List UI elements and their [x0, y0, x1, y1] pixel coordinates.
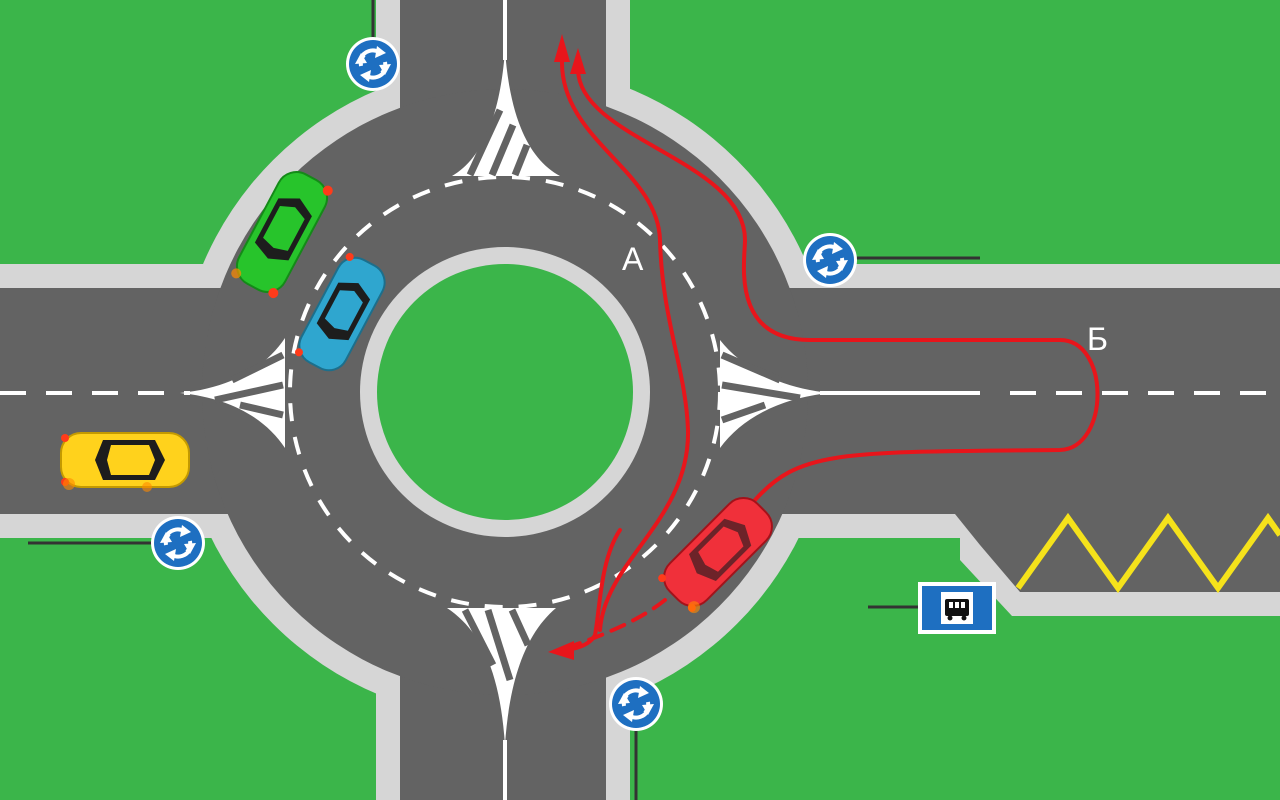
arrow-left-head: [548, 641, 574, 660]
central-island: [377, 264, 633, 520]
bus-stop-zigzag: [1015, 512, 1280, 594]
route-label-a: А: [622, 241, 644, 277]
roundabout-arrows-icon: [801, 231, 859, 289]
roundabout-sign-top: [344, 35, 402, 93]
arrow-a-head: [554, 34, 570, 62]
route-label-b: Б: [1087, 321, 1108, 357]
roundabout-arrows-icon: [607, 675, 665, 733]
route-a-path: [559, 58, 691, 632]
roundabout-arrows-icon: [149, 514, 207, 572]
roundabout-sign-left: [149, 514, 207, 572]
splitter-hatching: [214, 108, 801, 682]
green-car: [231, 171, 333, 299]
roundabout-sign-bottom: [607, 675, 665, 733]
red-car: [658, 497, 773, 614]
bus-stop-sign: [918, 582, 996, 634]
teal-car: [294, 252, 386, 372]
bus-icon: [945, 599, 969, 621]
route-paths: [558, 58, 1100, 652]
roundabout-arrows-icon: [344, 35, 402, 93]
bus-stop-bay: [955, 512, 1280, 616]
yellow-car: [60, 432, 190, 492]
route-b-path: [576, 68, 1100, 502]
route-left-exit: [558, 528, 622, 652]
vehicles: [60, 171, 773, 614]
arrow-b-head: [570, 48, 586, 74]
route-arrowheads: [548, 34, 586, 660]
roundabout-sign-right: [801, 231, 859, 289]
